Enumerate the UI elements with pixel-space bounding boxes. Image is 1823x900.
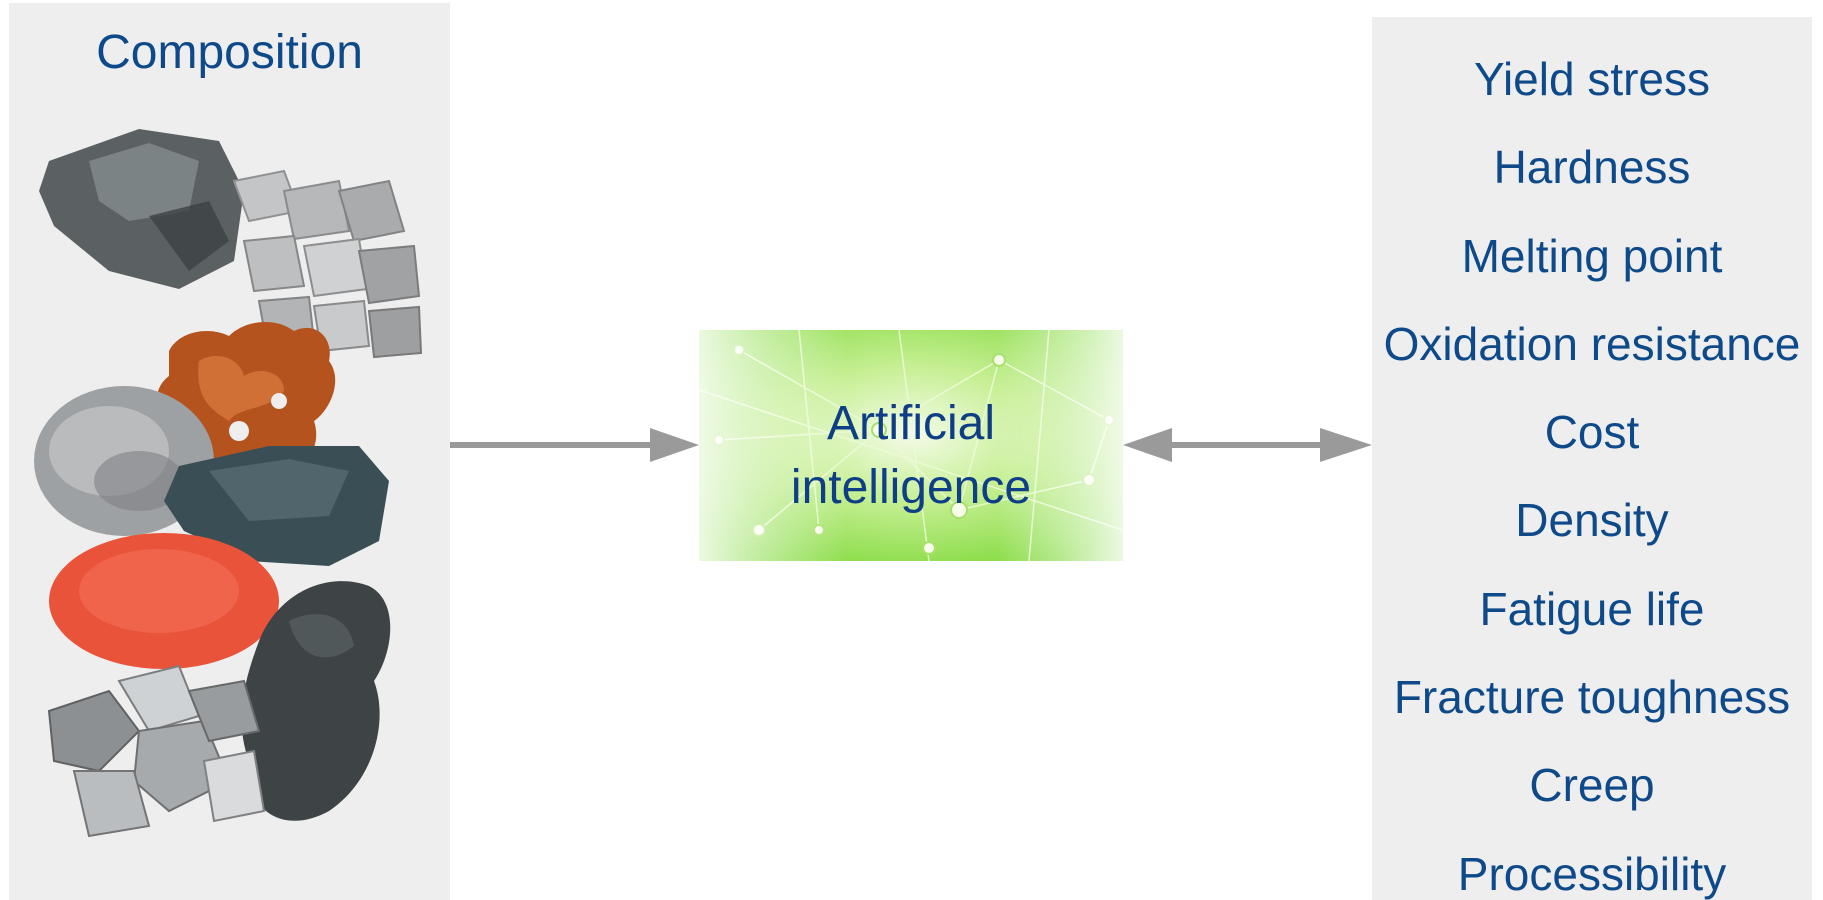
artificial-intelligence-box: Artificial intelligence bbox=[699, 330, 1123, 561]
property-item: Cost bbox=[1544, 406, 1640, 459]
property-item: Creep bbox=[1529, 759, 1655, 812]
property-item: Fracture toughness bbox=[1393, 671, 1791, 724]
composition-title: Composition bbox=[96, 26, 363, 79]
property-item: Processibility bbox=[1457, 847, 1727, 900]
properties-list: Yield stress Hardness Melting point Oxid… bbox=[1372, 35, 1812, 900]
properties-side-arrowhead bbox=[1320, 428, 1372, 462]
ai-label-line1: Artificial bbox=[826, 397, 996, 450]
silver-shards bbox=[47, 664, 266, 838]
neural-network-background bbox=[699, 330, 1123, 561]
property-item: Fatigue life bbox=[1479, 582, 1705, 635]
ai-label-line2: intelligence bbox=[790, 461, 1032, 514]
property-item: Melting point bbox=[1461, 229, 1723, 282]
property-item: Hardness bbox=[1493, 141, 1691, 194]
dark-grainy-lump bbox=[241, 581, 391, 821]
property-item: Yield stress bbox=[1473, 53, 1711, 105]
composition-panel: Composition bbox=[9, 3, 450, 900]
minerals-illustration bbox=[34, 129, 423, 838]
ai-label: Artificial intelligence bbox=[699, 392, 1123, 520]
property-item: Oxidation resistance bbox=[1383, 317, 1801, 370]
property-item: Density bbox=[1515, 494, 1669, 547]
composition-to-ai-arrowhead bbox=[650, 428, 699, 462]
ai-side-arrowhead bbox=[1123, 428, 1172, 462]
properties-panel: Yield stress Hardness Melting point Oxid… bbox=[1372, 17, 1812, 900]
